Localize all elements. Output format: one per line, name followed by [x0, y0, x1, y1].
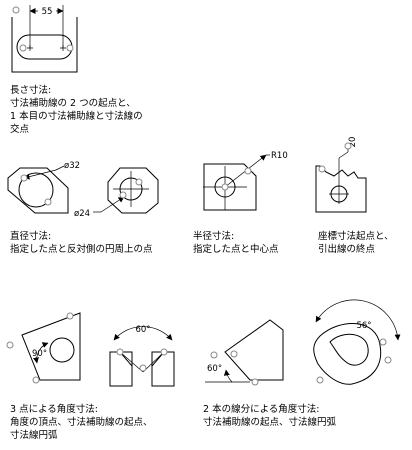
grip-point: [160, 348, 168, 356]
angle-d-text: 56°: [356, 321, 371, 331]
grip-point: [6, 341, 14, 349]
grip-point: [19, 44, 27, 52]
grip-point: [316, 376, 324, 384]
caption-line: 寸法線円弧: [10, 430, 58, 441]
caption-line: 指定した点と中心点: [193, 244, 279, 255]
hole-circle: [49, 337, 75, 363]
grip-point: [135, 178, 143, 186]
caption-title: 3 点による角度寸法:: [10, 404, 98, 415]
caption-radius: 半径寸法: 指定した点と中心点: [193, 230, 279, 256]
ordinate-leader: [338, 151, 349, 159]
radius-text: R10: [271, 151, 288, 161]
extension-line: [142, 351, 165, 373]
angular-2line-figure-a: 60°: [205, 319, 284, 386]
diameter-b-text: ø24: [74, 209, 90, 219]
angle-arc: [33, 342, 49, 364]
diameter-a-text: ø32: [64, 161, 80, 171]
caption-angular-2line: 2 本の線分による角度寸法: 寸法補助線の起点、寸法線円弧: [203, 403, 336, 429]
part-outline: [107, 167, 159, 214]
caption-line: 1 本目の寸法補助線と寸法線の: [10, 111, 143, 122]
caption-title: 2 本の線分による角度寸法:: [203, 404, 320, 415]
angular-3point-figure-a: 90°: [6, 312, 81, 384]
angle-c-text: 60°: [207, 364, 222, 374]
part-outline: [315, 165, 367, 213]
length-dimension-text: 55: [42, 7, 53, 17]
grip-point: [318, 165, 326, 173]
countersink-outline: [119, 351, 165, 386]
ordinate-text: 20: [348, 137, 358, 148]
caption-ordinate: 座標寸法起点と、 引出線の終点: [318, 230, 394, 256]
grip-point: [139, 364, 147, 372]
angle-arc: [223, 369, 233, 383]
part-section-right: [151, 351, 175, 387]
grip-point: [20, 174, 28, 182]
angular-3point-figure-b: 60°: [109, 325, 175, 387]
caption-title: 長さ寸法:: [10, 85, 52, 96]
caption-title: 半径寸法:: [193, 231, 235, 242]
caption-diameter: 直径寸法: 指定した点と反対側の円周上の点: [10, 230, 153, 256]
grip-point: [12, 6, 20, 14]
caption-linear: 長さ寸法: 寸法補助線の 2 つの起点と、 1 本目の寸法補助線と寸法線の 交点: [10, 84, 143, 136]
part-outline: [224, 319, 284, 381]
grip-point: [210, 351, 218, 359]
grip-point: [251, 378, 259, 386]
diameter-dimension-figure-a: ø32: [7, 161, 80, 214]
grip-point: [116, 348, 124, 356]
caption-angular-3point: 3 点による角度寸法: 角度の頂点、寸法補助線の起点、 寸法線円弧: [10, 403, 153, 442]
caption-title: 直径寸法:: [10, 231, 52, 242]
angle-arc: [113, 326, 173, 341]
linear-dimension-figure: 55: [11, 5, 78, 73]
angle-b-text: 60°: [135, 325, 150, 335]
caption-line: 指定した点と反対側の円周上の点: [10, 244, 153, 255]
grip-point: [230, 350, 238, 358]
center-mark-left: [27, 45, 33, 51]
grip-point: [44, 198, 52, 206]
grip-point: [379, 338, 387, 346]
angle-a-text: 90°: [32, 349, 47, 359]
caption-line: 引出線の終点: [318, 244, 376, 255]
caption-line: 寸法補助線の起点、寸法線円弧: [203, 417, 337, 428]
grip-point: [344, 142, 352, 150]
part-outline: [203, 163, 257, 211]
center-mark: [329, 184, 349, 204]
slot-outline: [329, 333, 369, 366]
hole-circle: [18, 172, 54, 208]
leader-line: [100, 196, 125, 213]
grip-point: [119, 191, 127, 199]
part-outline: [313, 323, 382, 385]
grip-point: [384, 356, 392, 364]
diameter-dimension-figure-b: ø24: [74, 167, 159, 219]
center-mark: [113, 171, 149, 207]
extension-line: [119, 351, 144, 373]
leader-line: [55, 165, 65, 171]
radius-dimension-figure: R10: [203, 151, 288, 211]
angle-arc: [315, 299, 401, 341]
grip-point: [66, 44, 74, 52]
ordinate-dimension-figure: 20: [315, 137, 367, 213]
caption-title: 座標寸法起点と、: [318, 231, 394, 242]
grip-point: [244, 167, 252, 175]
caption-line: 交点: [10, 124, 30, 135]
diameter-dimension-line: [23, 169, 57, 180]
grip-point: [221, 183, 229, 191]
part-outline: [11, 17, 78, 73]
caption-line: 寸法補助線の 2 つの起点と、: [10, 98, 136, 109]
grip-point: [32, 376, 40, 384]
part-section-left: [109, 351, 133, 387]
angular-2line-figure-b: 56°: [313, 299, 401, 385]
center-mark-right: [60, 45, 66, 51]
part-outline: [21, 312, 81, 381]
grip-point: [66, 312, 74, 320]
caption-line: 角度の頂点、寸法補助線の起点、: [10, 417, 153, 428]
